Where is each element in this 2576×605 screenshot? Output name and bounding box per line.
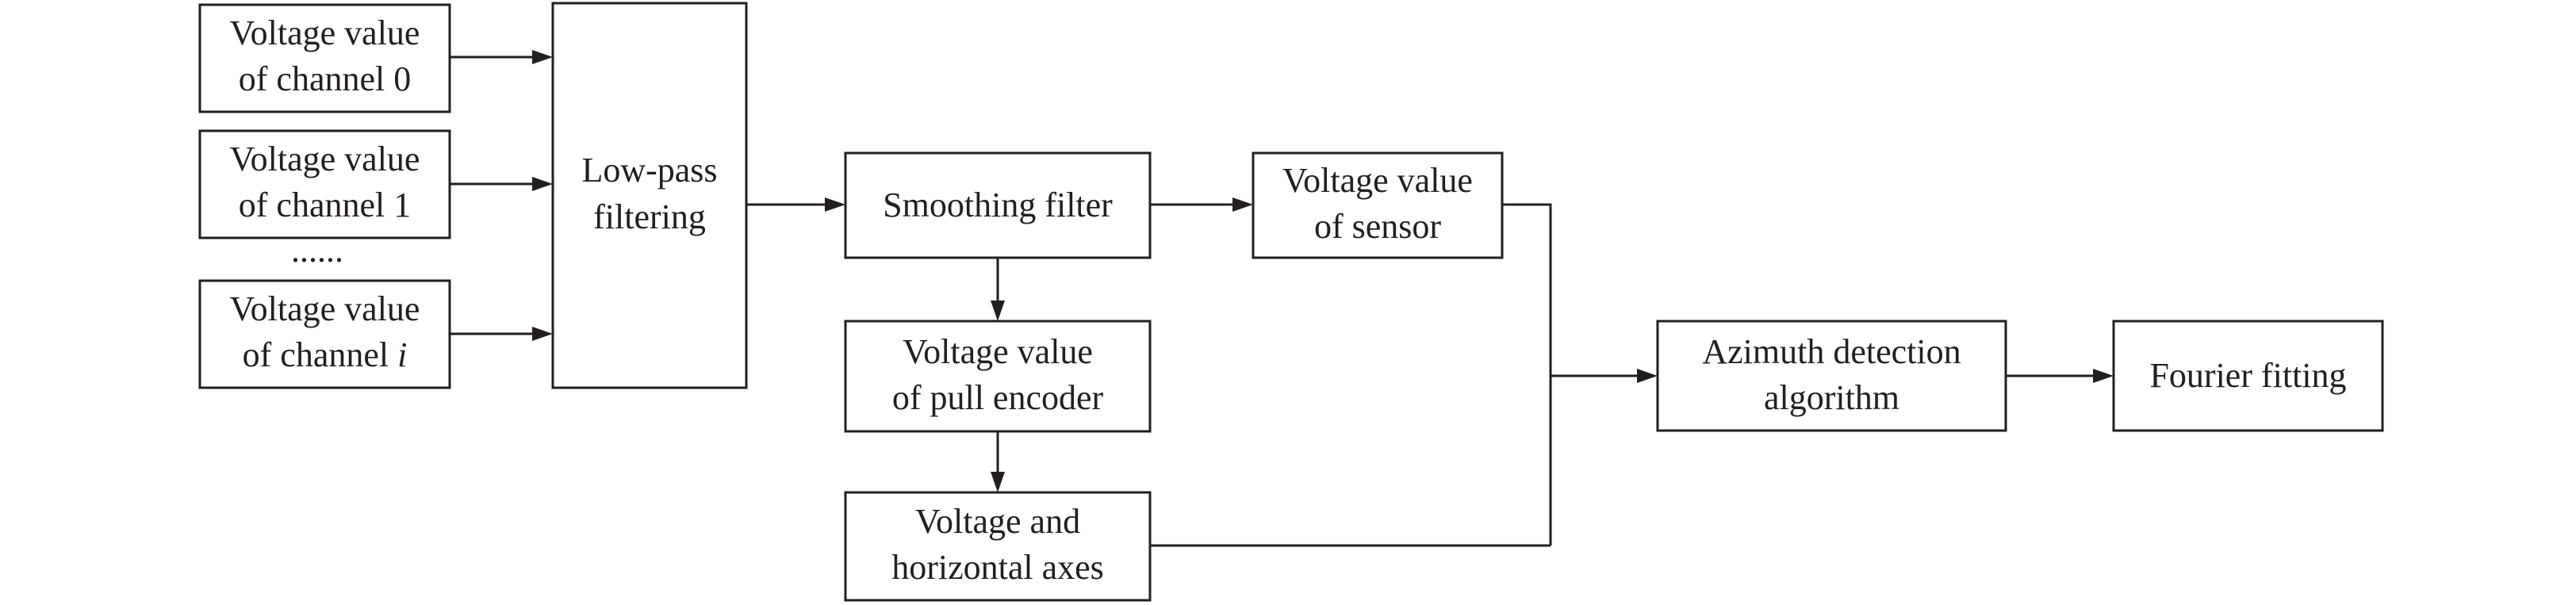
input-box-channel-i: Voltage value of channel i	[198, 279, 451, 389]
arrowhead-icon	[1637, 369, 1658, 383]
arrowhead-icon	[825, 197, 845, 212]
line-sensor-to-bus	[1502, 203, 1552, 546]
lowpass-filter-line1: Low-pass	[581, 151, 717, 190]
arrowhead-icon	[991, 301, 1005, 321]
fourier-fitting-box: Fourier fitting	[2112, 320, 2384, 432]
smoothing-filter-label: Smoothing filter	[883, 186, 1113, 224]
channel-ellipsis: ......	[291, 231, 343, 270]
lowpass-filter-box: Low-pass filtering	[551, 2, 748, 389]
arrowhead-icon	[532, 177, 553, 191]
sensor-voltage-box: Voltage value of sensor	[1252, 151, 1504, 259]
azimuth-detection-line2: algorithm	[1764, 378, 1899, 417]
lowpass-filter-line2: filtering	[593, 197, 706, 236]
horizontal-axes-box: Voltage and horizontal axes	[844, 491, 1152, 602]
connectors	[450, 50, 2114, 547]
arrowhead-icon	[2093, 369, 2114, 383]
input-box-channel-1-line1: Voltage value	[230, 140, 420, 178]
arrowhead-icon	[532, 50, 553, 64]
input-box-channel-0: Voltage value of channel 0	[198, 3, 451, 113]
pull-encoder-box: Voltage value of pull encoder	[844, 320, 1152, 433]
input-box-channel-i-line2: of channel i	[243, 335, 408, 374]
arrowhead-icon	[532, 327, 553, 341]
input-box-channel-i-line1: Voltage value	[230, 289, 420, 328]
arrowhead-icon	[991, 472, 1005, 492]
pull-encoder-line2: of pull encoder	[892, 378, 1104, 417]
input-box-channel-0-line1: Voltage value	[230, 13, 420, 52]
smoothing-filter-box: Smoothing filter	[844, 151, 1152, 259]
sensor-voltage-line1: Voltage value	[1282, 161, 1473, 200]
channel-i-prefix: of channel	[243, 335, 397, 374]
horizontal-axes-line2: horizontal axes	[891, 548, 1104, 587]
input-box-channel-1-line2: of channel 1	[239, 186, 411, 224]
input-box-channel-0-line2: of channel 0	[239, 59, 411, 98]
pull-encoder-line1: Voltage value	[903, 332, 1093, 371]
azimuth-detection-line1: Azimuth detection	[1702, 332, 1961, 371]
sensor-voltage-line2: of sensor	[1314, 207, 1441, 246]
arrowhead-icon	[1232, 197, 1253, 212]
channel-i-variable: i	[397, 335, 407, 374]
fourier-fitting-label: Fourier fitting	[2149, 356, 2346, 395]
input-box-channel-1: Voltage value of channel 1	[198, 129, 451, 239]
horizontal-axes-line1: Voltage and	[915, 502, 1080, 541]
azimuth-detection-box: Azimuth detection algorithm	[1656, 320, 2007, 432]
